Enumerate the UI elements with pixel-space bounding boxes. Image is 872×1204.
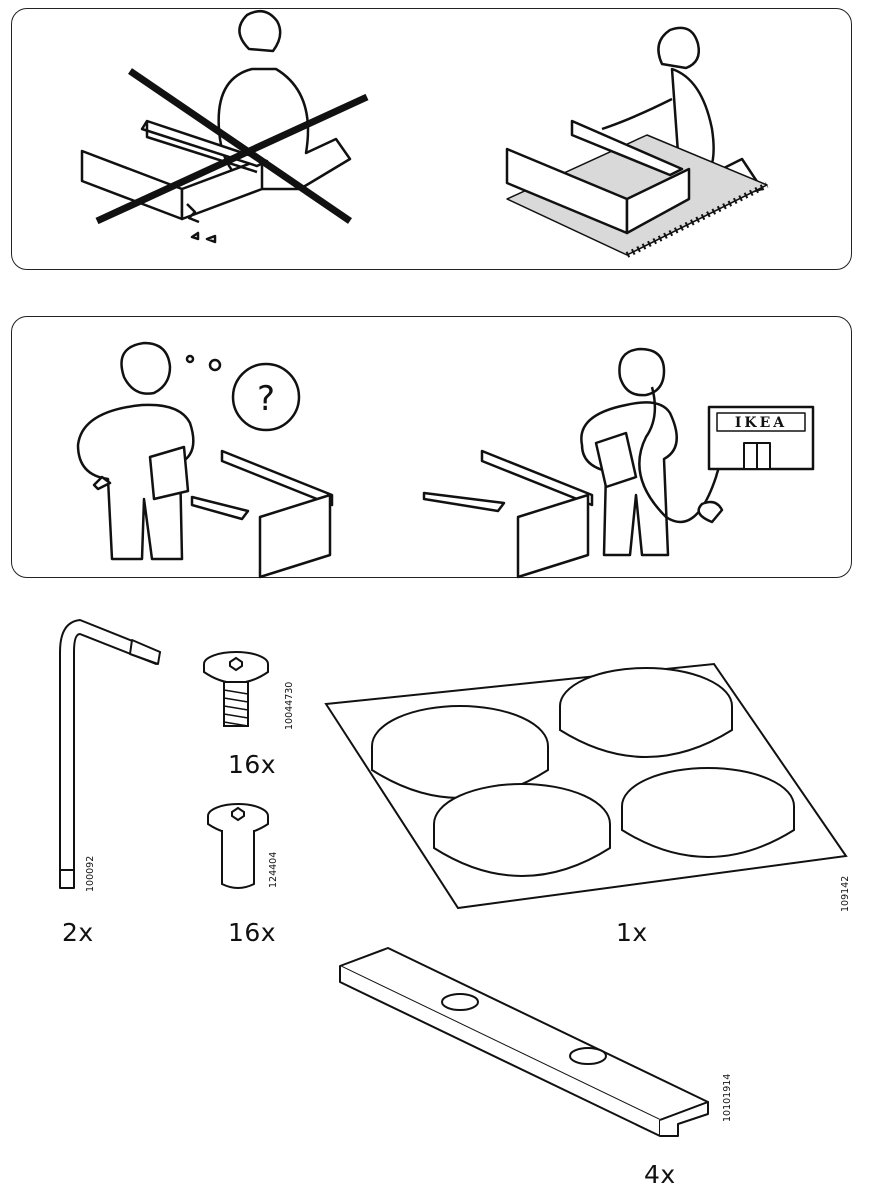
floor-protection-illustration [80,9,769,258]
felt-pads-code: 109142 [840,875,851,912]
barrel-nut-quantity: 16x [228,918,277,947]
allen-key-icon [59,619,161,889]
allen-key-quantity: 2x [62,918,94,947]
metal-bracket-icon [339,947,709,1137]
metal-bracket-quantity: 4x [644,1160,676,1189]
felt-pads-icon [324,662,848,910]
ikea-sign-text: IKEA [735,415,787,431]
felt-pads-quantity: 1x [616,918,648,947]
metal-bracket-code: 10101914 [722,1073,733,1122]
allen-key-code: 100092 [85,855,96,892]
panel-help-instructions: ? IKEA [11,316,852,579]
help-illustration: ? IKEA [76,341,815,579]
barrel-nut-code: 124404 [268,851,279,888]
question-mark-text: ? [257,379,275,419]
barrel-nut-icon [207,803,269,889]
screw-code: 10044730 [284,681,295,730]
screw-icon [203,651,269,727]
panel-floor-protection [11,8,852,270]
screw-quantity: 16x [228,750,277,779]
